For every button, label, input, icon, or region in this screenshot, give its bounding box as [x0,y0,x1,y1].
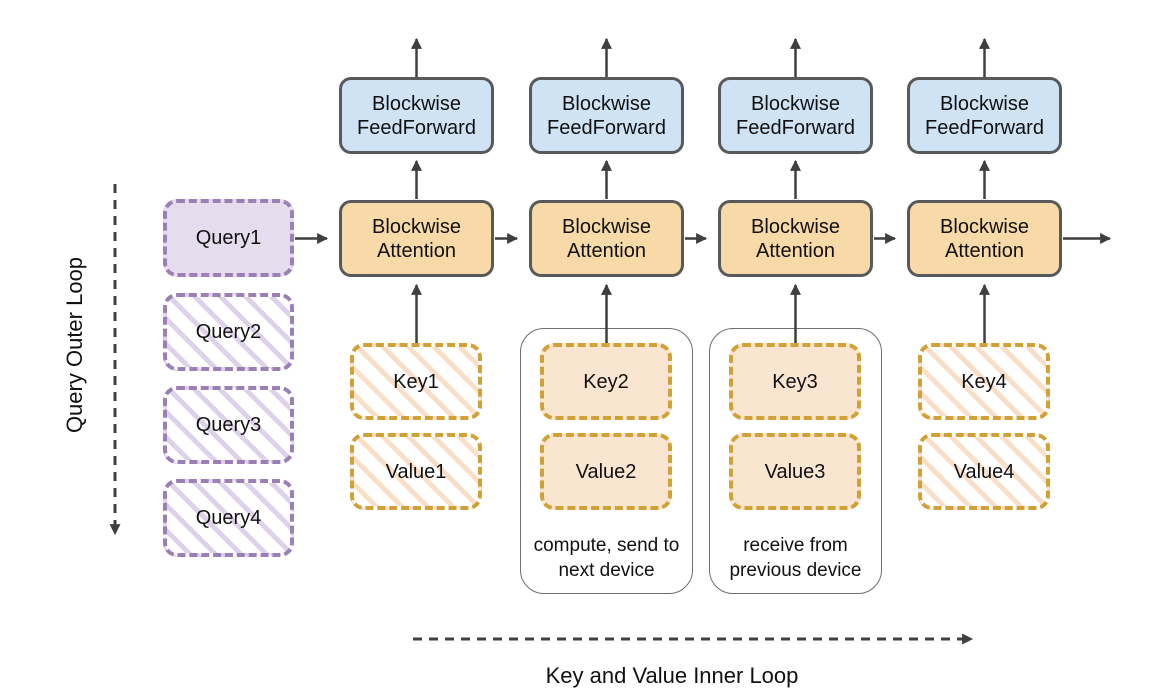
blockwise-attention-box-1: Blockwise Attention [339,200,494,277]
query-label-3: Query3 [195,414,262,436]
value-box-3: Value3 [729,433,861,510]
value-box-4: Value4 [918,433,1050,510]
blockwise-feedforward-box-4: Blockwise FeedForward [907,77,1062,154]
key-box-4: Key4 [918,343,1050,420]
query-box-2: Query2 [163,293,294,371]
feedforward-label-4: Blockwise FeedForward [925,92,1044,139]
blockwise-attention-box-3: Blockwise Attention [718,200,873,277]
attention-label-4: Blockwise Attention [940,215,1029,262]
query-outer-loop-label: Query Outer Loop [62,256,87,434]
attention-label-1: Blockwise Attention [372,215,461,262]
key-label-2: Key2 [583,370,629,393]
query-label-1: Query1 [195,227,262,249]
kv-inner-loop-label: Key and Value Inner Loop [545,663,799,688]
key-box-2: Key2 [540,343,672,420]
value-label-4: Value4 [953,460,1015,483]
key-label-1: Key1 [393,370,439,393]
blockwise-attention-box-4: Blockwise Attention [907,200,1062,277]
query-box-3: Query3 [163,386,294,464]
feedforward-label-1: Blockwise FeedForward [357,92,476,139]
blockwise-feedforward-box-1: Blockwise FeedForward [339,77,494,154]
key-label-4: Key4 [961,370,1007,393]
value-box-1: Value1 [350,433,482,510]
blockwise-attention-box-2: Blockwise Attention [529,200,684,277]
query-box-4: Query4 [163,479,294,557]
query-box-1: Query1 [163,199,294,277]
value-box-2: Value2 [540,433,672,510]
kv-note-receive: receive from previous device [729,535,862,582]
query-label-2: Query2 [195,321,262,343]
value-label-3: Value3 [764,460,826,483]
feedforward-label-2: Blockwise FeedForward [547,92,666,139]
key-label-3: Key3 [772,370,818,393]
feedforward-label-3: Blockwise FeedForward [736,92,855,139]
value-label-2: Value2 [575,460,637,483]
blockwise-feedforward-box-2: Blockwise FeedForward [529,77,684,154]
key-box-3: Key3 [729,343,861,420]
blockwise-feedforward-box-3: Blockwise FeedForward [718,77,873,154]
kv-note-compute: compute, send to next device [533,535,680,582]
attention-label-3: Blockwise Attention [751,215,840,262]
query-label-4: Query4 [195,507,262,529]
value-label-1: Value1 [385,460,447,483]
key-box-1: Key1 [350,343,482,420]
attention-label-2: Blockwise Attention [562,215,651,262]
